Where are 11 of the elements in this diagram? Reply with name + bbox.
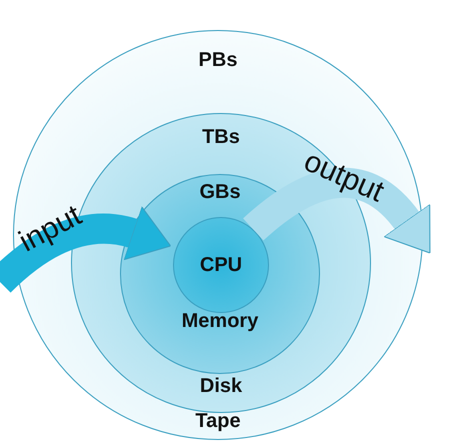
ring-label: CPU: [200, 254, 242, 277]
ring-label: Tape: [195, 410, 241, 433]
ring-label: GBs: [199, 181, 241, 204]
arrow: [243, 168, 432, 252]
edge-label: input: [14, 198, 88, 260]
ring-label: Disk: [200, 375, 242, 398]
ring-label: Memory: [182, 310, 258, 333]
ring-label: PBs: [198, 49, 238, 72]
edge-label: output: [298, 144, 389, 210]
ring-label: TBs: [202, 126, 240, 149]
arrow: [0, 206, 172, 293]
